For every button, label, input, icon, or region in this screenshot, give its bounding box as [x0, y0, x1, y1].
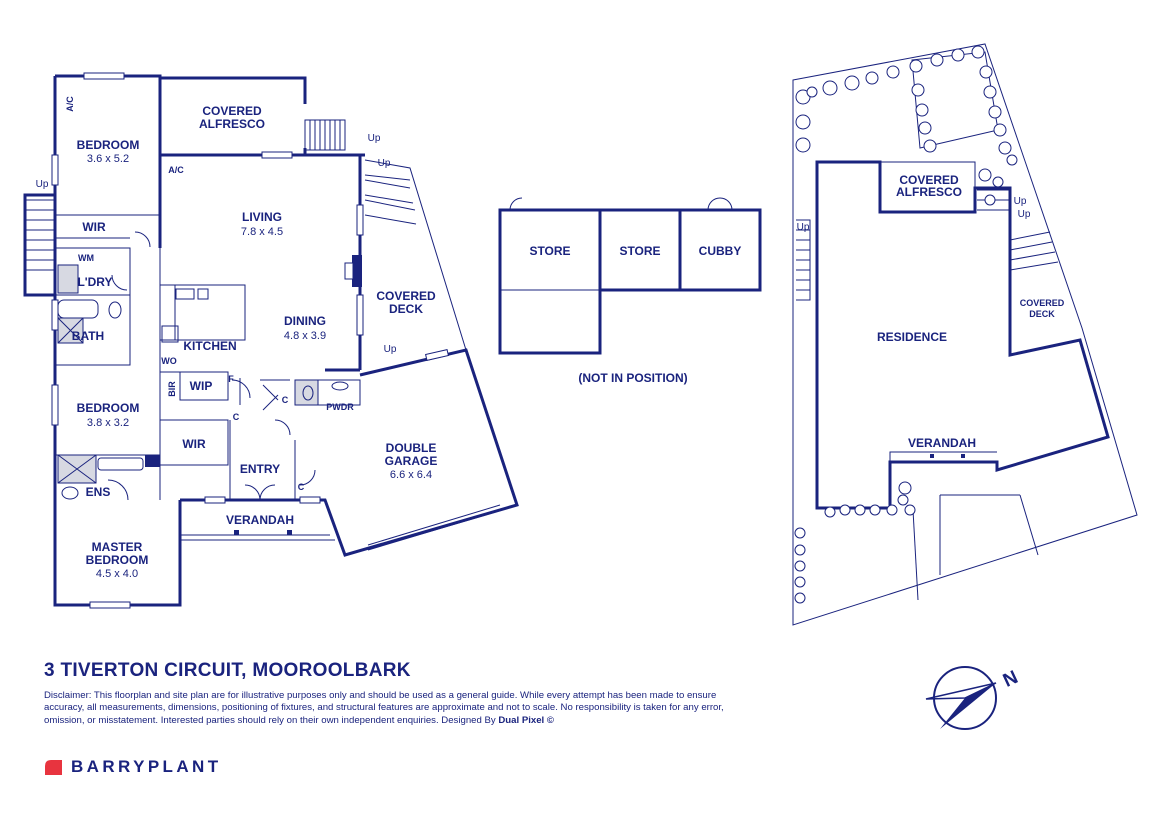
room-size-bedroom-1: 3.6 x 5.2 — [87, 153, 129, 165]
room-label-wip: WIP — [190, 379, 213, 393]
up-label-garage: Up — [384, 344, 397, 355]
outbuilding-store-b: STORE — [619, 244, 660, 258]
site-trees — [794, 45, 1018, 604]
brand-mark-icon — [45, 759, 62, 775]
room-label-bedroom-2: BEDROOM — [77, 401, 140, 415]
outbuildings: STORE STORE CUBBY (NOT IN POSITION) — [498, 197, 762, 385]
site-up-label-3: Up — [1018, 209, 1031, 220]
room-size-bedroom-2: 3.8 x 3.2 — [87, 417, 129, 429]
ac-label-bedroom: A/C — [65, 96, 75, 112]
up-label-side: Up — [36, 179, 49, 190]
bir-label: BIR — [167, 381, 177, 397]
brand-logo: BARRYPLANT — [44, 757, 221, 777]
room-size-master-bedroom: 4.5 x 4.0 — [96, 568, 138, 580]
room-size-dining: 4.8 x 3.9 — [284, 330, 326, 342]
site-up-label-2: Up — [1014, 196, 1027, 207]
room-label-powder: PWDR — [326, 402, 354, 412]
room-label-dining: DINING — [284, 314, 326, 328]
room-size-double-garage: 6.6 x 6.4 — [390, 469, 432, 481]
site-label-verandah: VERANDAH — [908, 436, 976, 450]
room-label-living: LIVING — [242, 210, 282, 224]
brand-name: BARRYPLANT — [71, 757, 222, 776]
compass-letter: N — [1000, 667, 1021, 692]
disclaimer-body: Disclaimer: This floorplan and site plan… — [44, 690, 724, 726]
room-label-wir-1: WIR — [82, 220, 106, 234]
cupboard-label-2: C — [282, 395, 289, 405]
alfresco-stairs — [304, 119, 346, 151]
room-label-kitchen: KITCHEN — [183, 339, 236, 353]
outbuilding-cubby: CUBBY — [699, 244, 742, 258]
room-size-living: 7.8 x 4.5 — [241, 226, 283, 238]
room-label-entry: ENTRY — [240, 462, 280, 476]
site-label-residence: RESIDENCE — [877, 330, 947, 344]
cupboard-label-3: C — [298, 482, 305, 492]
room-label-bedroom-1: BEDROOM — [77, 138, 140, 152]
room-label-verandah: VERANDAH — [226, 513, 294, 527]
laundry-stairs — [25, 199, 55, 271]
outbuilding-store-a: STORE — [529, 244, 570, 258]
wo-label: WO — [161, 356, 177, 366]
disclaimer-text: Disclaimer: This floorplan and site plan… — [44, 690, 734, 727]
up-label-deck: Up — [378, 158, 391, 169]
cupboard-label-1: C — [233, 412, 240, 422]
room-label-bath: BATH — [72, 329, 104, 343]
outbuilding-note: (NOT IN POSITION) — [578, 371, 687, 385]
up-label-alfresco: Up — [368, 133, 381, 144]
fridge-label: F — [228, 374, 234, 384]
designer-credit: Dual Pixel © — [498, 714, 554, 726]
room-label-laundry: L'DRY — [77, 275, 112, 289]
site-up-label-1: Up — [797, 222, 810, 233]
property-address: 3 TIVERTON CIRCUIT, MOOROOLBARK — [44, 660, 411, 681]
room-label-ensuite: ENS — [86, 485, 111, 499]
north-compass-icon: N — [925, 666, 1021, 730]
ac-label-living: A/C — [168, 165, 184, 175]
room-label-wir-2: WIR — [182, 437, 206, 451]
wm-label: WM — [78, 253, 94, 263]
